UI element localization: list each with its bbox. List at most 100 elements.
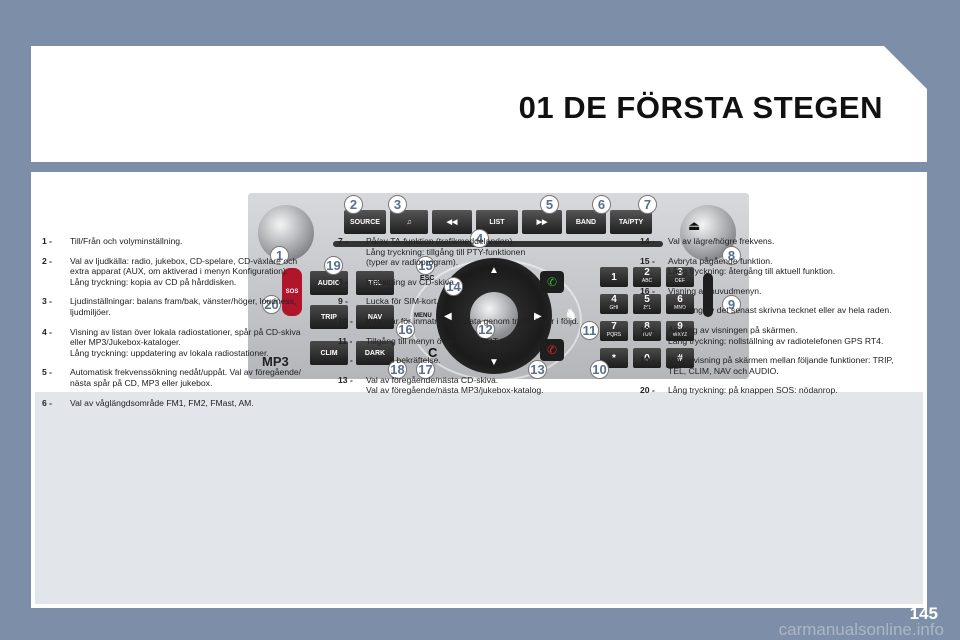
legend-text: Tillgång till menyn över PEUGEOT-tjänste… [366, 336, 618, 347]
legend-line: Tillgång till menyn över PEUGEOT-tjänste… [366, 335, 531, 346]
legend-number: 19 - [640, 355, 655, 366]
legend-text: Ändring av visningen på skärmen.Lång try… [668, 325, 916, 346]
legend-number: 18 - [640, 324, 655, 335]
mp3-logo: MP3 [262, 354, 289, 369]
legend-text: Radering av det senast skrivna tecknet e… [668, 305, 916, 316]
legend-item: 6 -Val av våglängdsområde FM1, FM2, FMas… [42, 398, 318, 409]
legend-line: Val av föregående/nästa MP3/jukebox-kata… [366, 385, 544, 396]
callout-20: 20 [262, 295, 281, 314]
ta-pty-button: TA/PTY [610, 210, 652, 234]
clim-button: CLIM [310, 341, 348, 365]
legend-item: 19 - Val av visning på skärmen mellan föl… [640, 355, 916, 376]
legend-number: 7 - [338, 236, 349, 246]
keypad-key: # [666, 348, 694, 368]
legend-line: Lång tryckning: tillgång till PTY-funkti… [366, 246, 526, 257]
callout-1: 1 [270, 246, 289, 265]
callout-7: 7 [638, 195, 657, 214]
legend-line: Val av lägre/högre frekvens. [668, 236, 775, 246]
keypad-key: 1 [600, 267, 628, 287]
tel-button: TEL [356, 271, 394, 295]
callout-17: 17 [416, 360, 435, 379]
legend-line: Lång tryckning: på knappen SOS: nödanrop… [668, 385, 838, 396]
legend-text: Utmatning av CD-skiva. [366, 277, 618, 288]
keypad-letters: GHI [609, 305, 619, 311]
legend-text: Val av ljudkälla: radio, jukebox, CD-spe… [70, 256, 318, 288]
keypad-digit: 2 [644, 267, 650, 278]
header-banner: 01 DE FÖRSTA STEGEN [31, 46, 927, 162]
legend-number: 16 - [640, 285, 655, 296]
legend-text: Knappar för inmatning av data genom tryc… [366, 316, 618, 327]
legend-line: Lång tryckning: återgång till aktuell fu… [668, 266, 836, 277]
legend-item: 7 -På/av TA-funktion (trafikmeddelanden)… [338, 236, 618, 268]
keypad-key: 0 [633, 348, 661, 368]
legend-item: 11 -Tillgång till menyn över PEUGEOT-tjä… [338, 336, 618, 347]
keypad-digit: * [612, 352, 616, 364]
legend-line: Ändring av visningen på skärmen. [668, 324, 798, 335]
legend-line: Avbryta pågående funktion. [668, 255, 773, 266]
arrow-up-icon: ▲ [489, 265, 499, 276]
legend-text: Val av visning på skärmen mellan följand… [668, 355, 916, 376]
legend-line: nästa spår på CD, MP3 eller jukebox. [70, 377, 213, 388]
legend-number: 12 - [338, 355, 353, 366]
keypad-digit: 1 [611, 271, 617, 283]
callout-19: 19 [324, 256, 343, 275]
legend-text: Val av föregående/nästa CD-skiva.Val av … [366, 375, 618, 396]
sos-button: SOS [282, 268, 302, 316]
esc-button: ESC [420, 275, 435, 282]
legend-line: Lång tryckning: nollställning av radiote… [668, 335, 884, 346]
legend-column-2: 7 -På/av TA-funktion (trafikmeddelanden)… [338, 236, 618, 405]
callout-5: 5 [540, 195, 559, 214]
legend-background [35, 392, 923, 604]
callout-13: 13 [528, 360, 547, 379]
legend-item: 3 -Ljudinställningar: balans fram/bak, v… [42, 296, 318, 317]
legend-column-3: 14 -Val av lägre/högre frekvens.15 -Avbr… [640, 236, 916, 405]
legend-line: Utmatning av CD-skiva. [366, 276, 457, 287]
legend-line: Val av våglängdsområde FM1, FM2, FMast, … [70, 397, 254, 408]
legend-item: 16 - Visning av huvudmenyn. [640, 286, 916, 297]
legend-number: 20 - [640, 385, 655, 396]
legend-item: 13 - Val av föregående/nästa CD-skiva.Val… [338, 375, 618, 396]
legend-line: ljudmiljöer. [70, 306, 111, 317]
cd-slot [333, 241, 663, 247]
callout-6: 6 [592, 195, 611, 214]
legend-item: 14 - Val av lägre/högre frekvens. [640, 236, 916, 247]
legend-number: 17 - [640, 305, 655, 316]
legend-item: 18 - Ändring av visningen på skärmen.Lång… [640, 325, 916, 346]
callout-15: 15 [416, 256, 435, 275]
music-note-icon: ♫ [406, 218, 412, 226]
keypad-letters: PQRS [606, 332, 622, 338]
legend-number: 13 - [338, 374, 353, 385]
keypad-letters: MNO [674, 305, 686, 311]
keypad-digit: # [677, 352, 683, 364]
legend-text: Lång tryckning: på knappen SOS: nödanrop… [668, 385, 916, 396]
callout-16: 16 [396, 320, 415, 339]
legend-number: 14 - [640, 236, 655, 246]
keypad-digit: 5 [644, 294, 650, 305]
audio-button: AUDIO [310, 271, 348, 295]
legend-number: 2 - [42, 255, 53, 266]
fast-forward-icon: ▶▶ [536, 219, 548, 226]
arrow-down-icon: ▼ [489, 357, 499, 368]
legend-number: 1 - [42, 236, 53, 246]
call-answer-button: ✆ [540, 271, 564, 293]
trip-button: TRIP [310, 305, 348, 329]
callout-11: 11 [580, 321, 599, 340]
callout-10: 10 [590, 360, 609, 379]
legend-line: Knappar för inmatning av data genom tryc… [366, 315, 580, 326]
legend-text: Visning av listan över lokala radiostati… [70, 327, 318, 359]
nav-button: NAV [356, 305, 394, 329]
callout-18: 18 [388, 360, 407, 379]
legend-text: Visning av huvudmenyn. [668, 286, 916, 297]
legend-line: TEL, CLIM, NAV och AUDIO. [668, 365, 779, 376]
keypad-digit: 3 [677, 267, 683, 278]
callout-14: 14 [444, 277, 463, 296]
seek-up-button: ▶▶ [522, 210, 562, 234]
legend-text: Lucka för SIM-kort. [366, 296, 618, 307]
legend-item: 5 -Automatisk frekvenssökning nedåt/uppå… [42, 367, 318, 388]
legend-line: eller MP3/Jukebox-kataloger. [70, 337, 181, 348]
